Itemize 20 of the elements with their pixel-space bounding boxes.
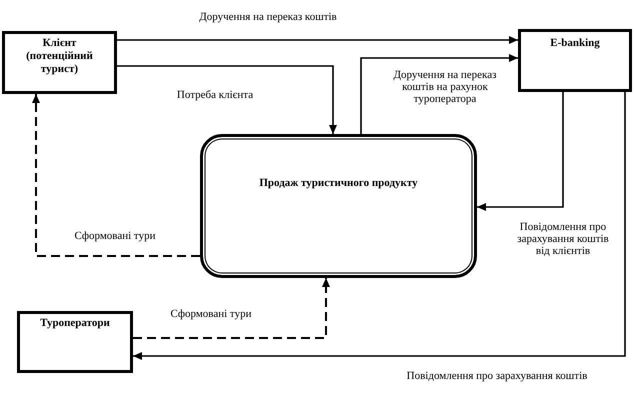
entity-box (518, 29, 632, 92)
node-title: Продаж туристичного продукту (259, 177, 418, 190)
arrow (133, 92, 626, 360)
node-title: E-banking (550, 37, 600, 50)
entity-box (17, 311, 133, 373)
entity-box (2, 31, 117, 94)
node-title: Туроператори (40, 317, 110, 330)
edge-label: Сформовані тури (170, 308, 252, 320)
arrow (360, 54, 518, 134)
arrow (117, 36, 518, 44)
edge-label: Повідомлення про зарахування коштів (406, 370, 588, 382)
dashed-arrow (133, 278, 330, 339)
edge-label: Потреба клієнта (176, 89, 254, 101)
edge-label: Сформовані тури (74, 230, 156, 242)
arrow (477, 92, 564, 211)
arrow (117, 65, 337, 134)
edge-label: Доручення на переказ коштів (199, 11, 337, 23)
process-rounded-box (200, 134, 477, 278)
node-title: Клієнт (потенційний турист) (25, 37, 94, 76)
dashed-arrow (32, 94, 200, 257)
